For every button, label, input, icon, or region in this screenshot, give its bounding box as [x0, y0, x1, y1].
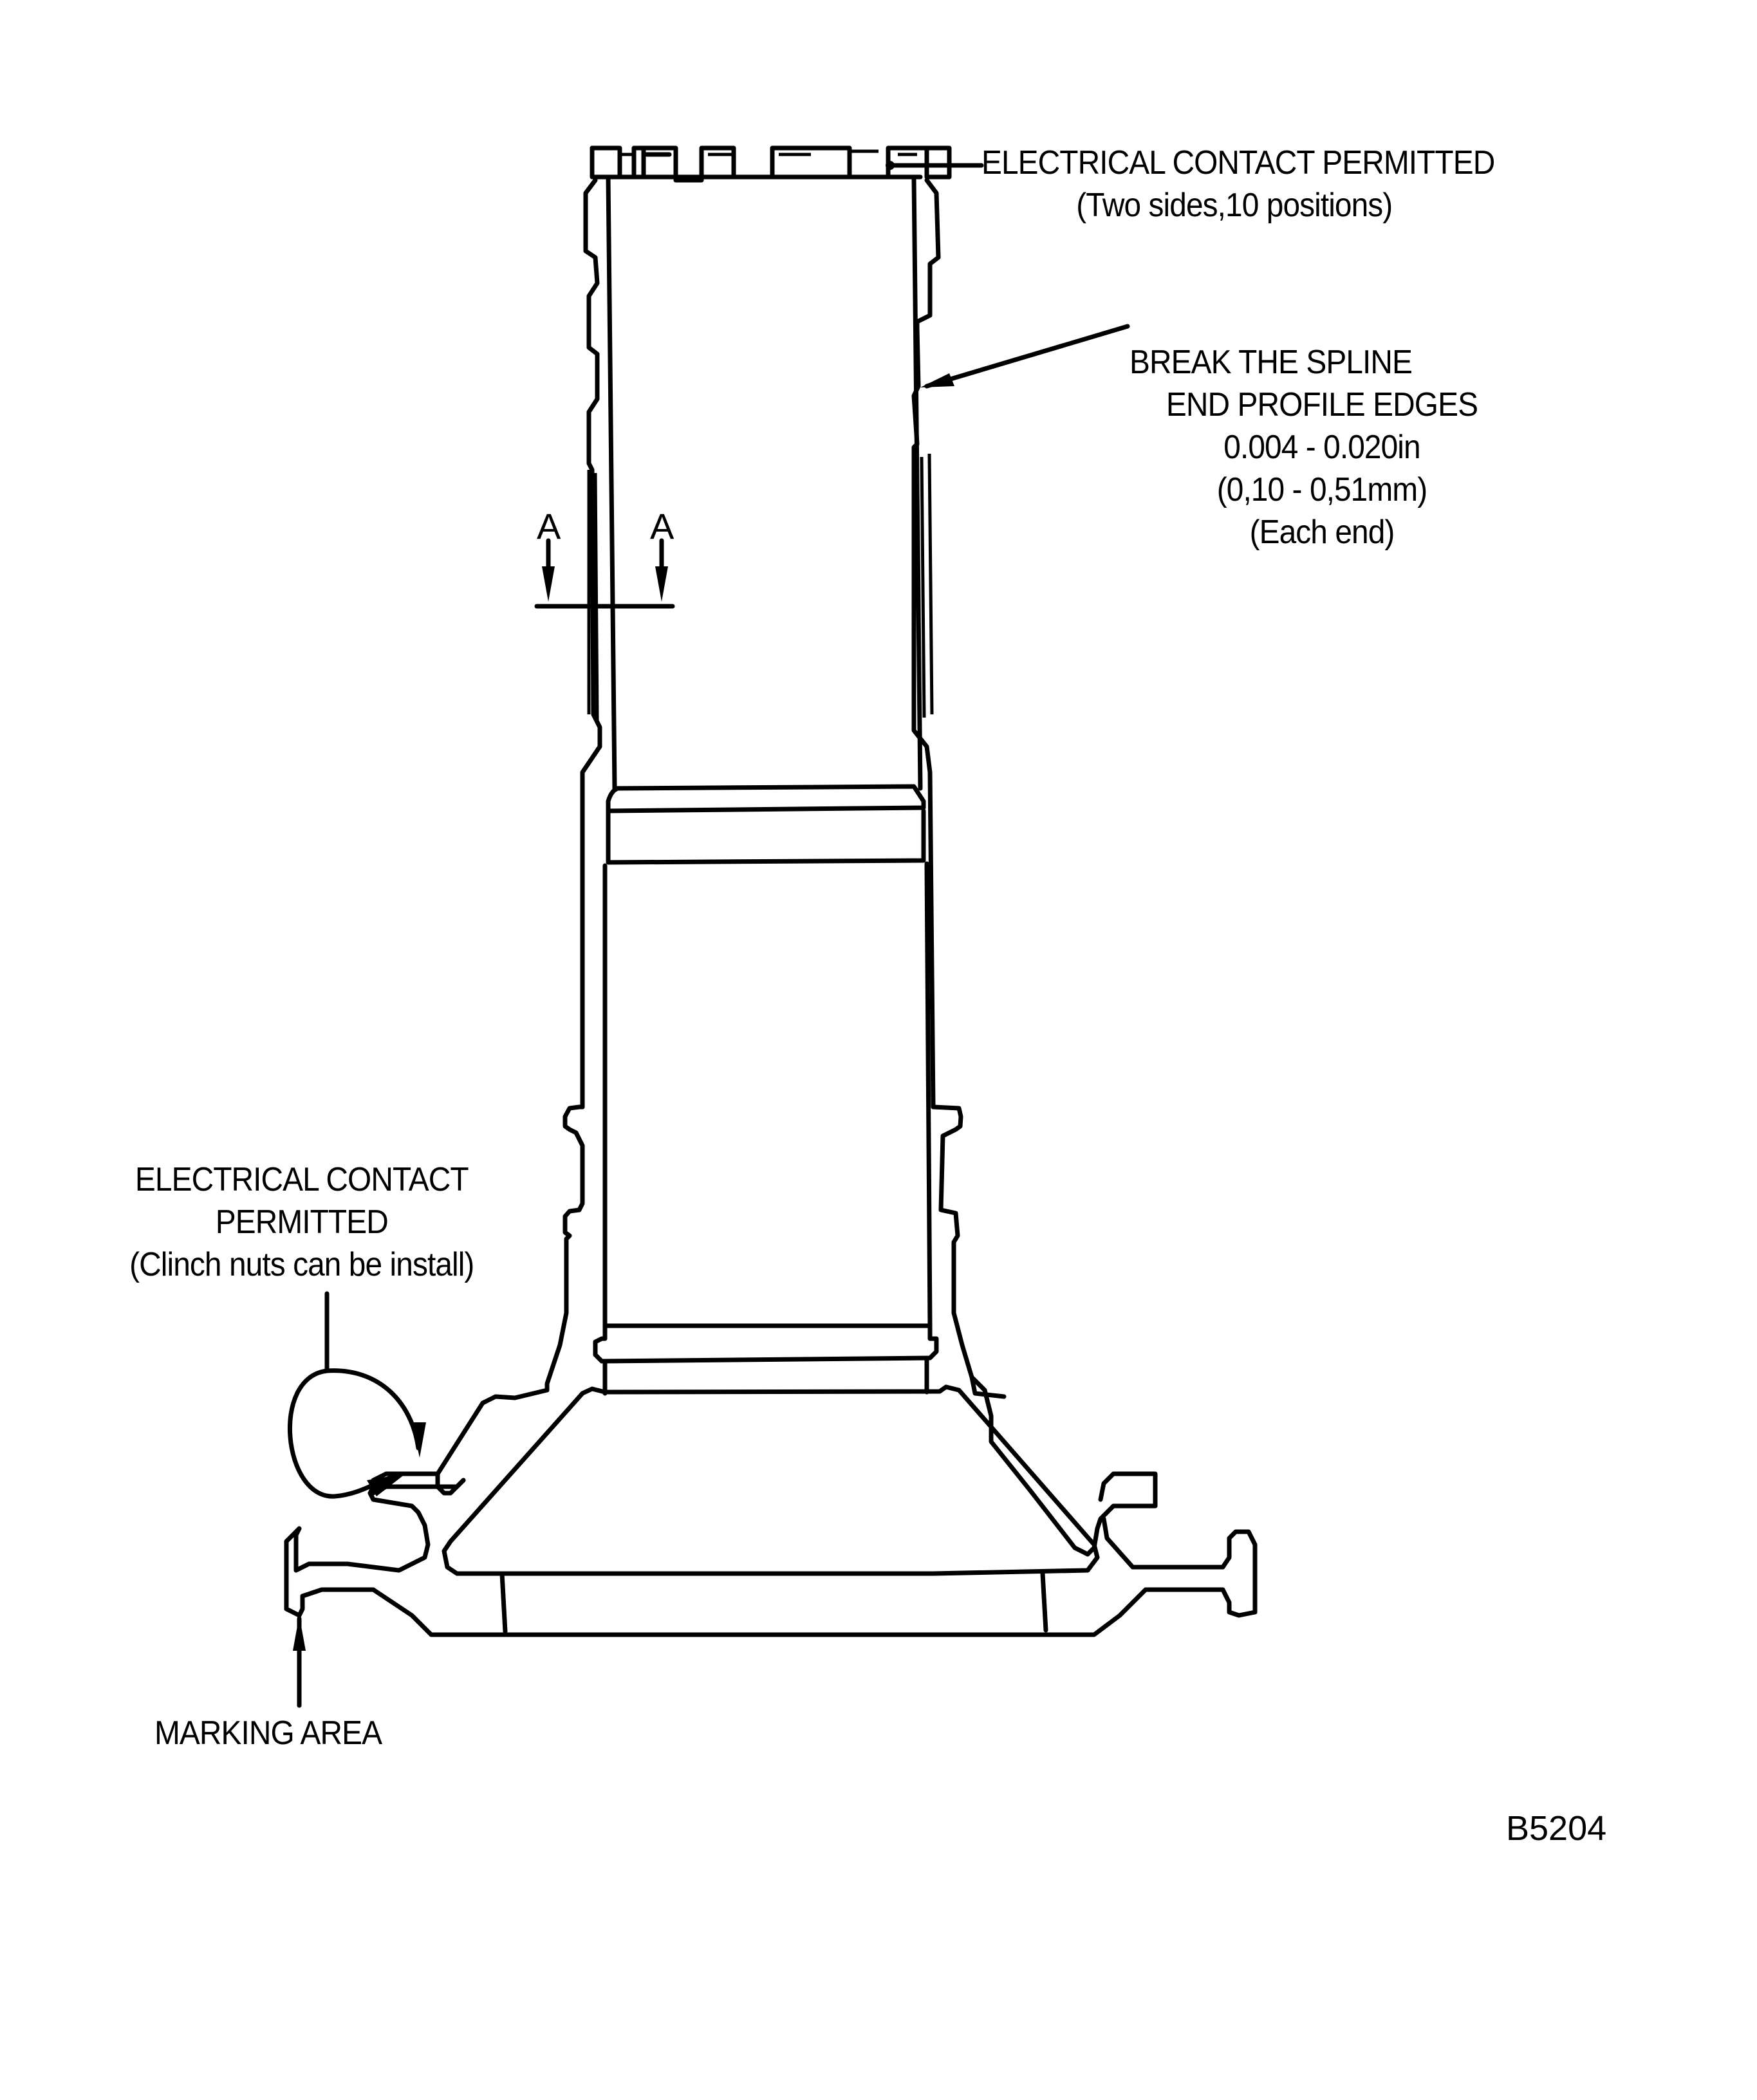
- clinch-contact-line3: (Clinch nuts can be install): [129, 1246, 474, 1283]
- spline-break-leader: [920, 324, 1130, 389]
- spline-break-line2: END PROFILE EDGES: [1166, 386, 1478, 423]
- spline-bore: [606, 174, 923, 791]
- clinch-contact-line2: PERMITTED: [215, 1203, 389, 1241]
- top-contact-callout: ELECTRICAL CONTACT PERMITTED (Two sides,…: [981, 142, 1495, 227]
- left-spline-profile: [580, 178, 602, 1110]
- clinch-contact-callout: ELECTRICAL CONTACT PERMITTED (Clinch nut…: [71, 1158, 533, 1286]
- spline-break-callout: BREAK THE SPLINE END PROFILE EDGES 0.004…: [1130, 341, 1514, 553]
- lower-ring: [593, 1323, 939, 1396]
- clinch-contact-line1: ELECTRICAL CONTACT: [135, 1161, 469, 1198]
- spline-break-line5: (Each end): [1249, 514, 1395, 551]
- spline-castellations: [590, 145, 952, 183]
- top-contact-leader: [886, 161, 984, 170]
- mid-body: [512, 1104, 1007, 1400]
- upper-collar: [602, 784, 933, 1328]
- marking-area-leader: [293, 1615, 306, 1708]
- marking-area-line1: MARKING AREA: [154, 1714, 382, 1752]
- top-contact-line1: ELECTRICAL CONTACT PERMITTED: [981, 144, 1495, 181]
- spline-break-line4: (0,10 - 0,51mm): [1216, 471, 1427, 508]
- left-foot: [284, 1471, 1258, 1637]
- marking-area-callout: MARKING AREA: [154, 1712, 382, 1754]
- top-contact-line2: (Two sides,10 positions): [1076, 187, 1393, 224]
- figure-id: B5204: [1506, 1809, 1607, 1848]
- conical-flange: [435, 1375, 1158, 1634]
- clinch-contact-leader: [288, 1291, 426, 1499]
- section-line-a-a: [534, 538, 675, 609]
- right-spline-profile: [911, 178, 941, 1110]
- spline-break-line1: BREAK THE SPLINE: [1130, 344, 1413, 381]
- section-mark-right: A: [650, 506, 674, 546]
- section-mark-left: A: [537, 506, 561, 546]
- spline-break-line3: 0.004 - 0.020in: [1223, 429, 1420, 466]
